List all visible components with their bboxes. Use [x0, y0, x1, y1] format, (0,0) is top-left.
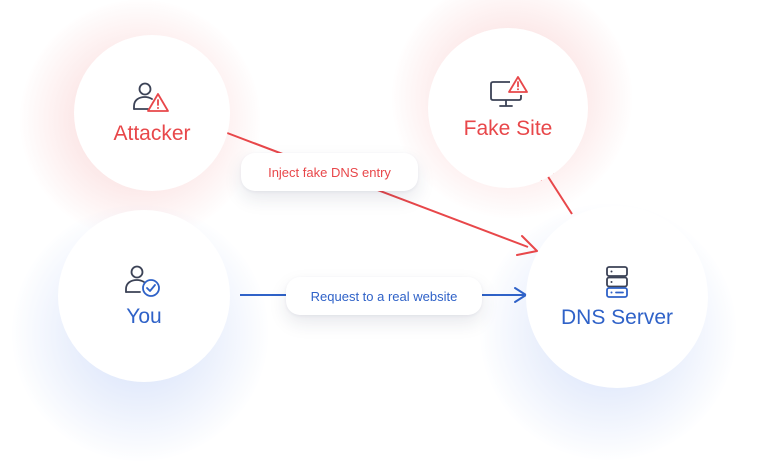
inject-arrowhead — [516, 235, 538, 256]
request-edge-label: Request to a real website — [286, 277, 482, 315]
monitor-warning-icon — [490, 76, 528, 107]
fake-site-node: Fake Site — [428, 28, 588, 188]
you-node: You — [58, 210, 230, 382]
user-check-icon — [125, 265, 160, 297]
inject-edge-label: Inject fake DNS entry — [241, 153, 418, 191]
you-label: You — [126, 305, 162, 328]
request-arrowhead — [514, 287, 527, 303]
fake-site-label: Fake Site — [463, 117, 553, 140]
server-icon — [606, 266, 628, 298]
redirect-connector — [544, 171, 573, 215]
dns-server-node: DNS Server — [526, 206, 708, 388]
dns-server-label: DNS Server — [560, 306, 674, 329]
attacker-node: Attacker — [74, 35, 230, 191]
attacker-label: Attacker — [113, 122, 191, 145]
user-warning-icon — [133, 82, 169, 112]
